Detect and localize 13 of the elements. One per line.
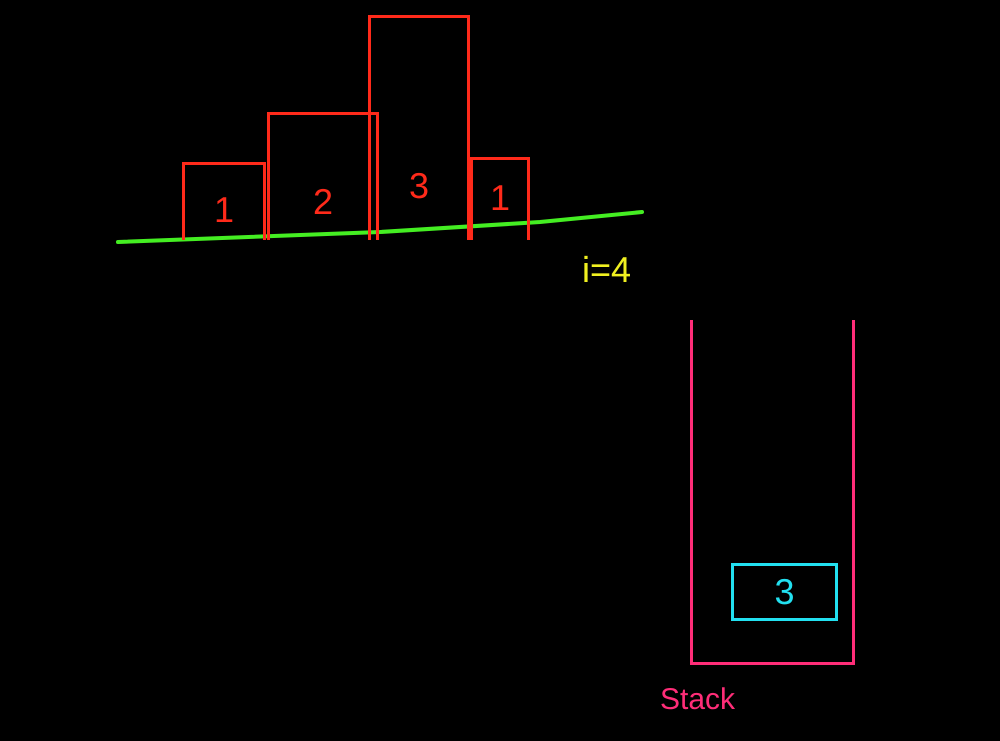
histogram-bar — [368, 15, 470, 240]
stack-element — [731, 563, 838, 621]
histogram-bar — [182, 162, 266, 240]
node-label: 2 — [312, 184, 334, 220]
node-label: 3 — [408, 168, 430, 204]
node-label: 1 — [214, 192, 234, 228]
node-label: 1 — [490, 180, 510, 216]
histogram-bar — [267, 112, 379, 240]
index-label: i=4 — [582, 252, 632, 288]
node-label: 3 — [774, 574, 795, 610]
stack-container — [690, 320, 855, 665]
histogram-bar — [470, 157, 530, 240]
stack-caption: Stack — [660, 685, 736, 715]
